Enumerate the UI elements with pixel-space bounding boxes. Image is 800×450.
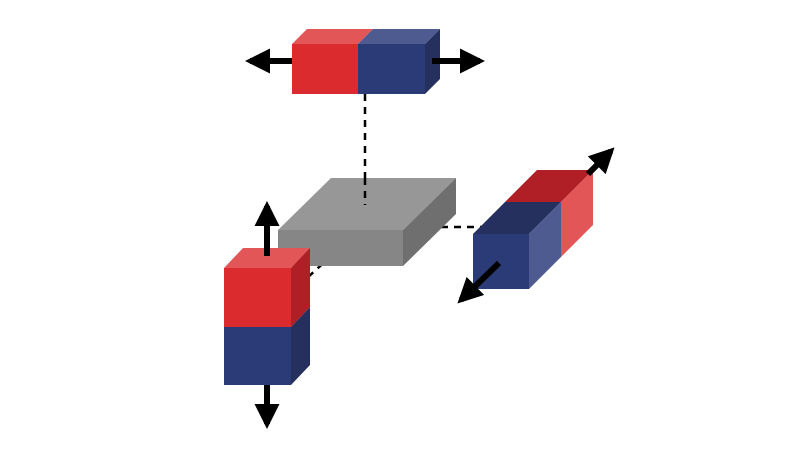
- horizontal-magnet-red-front: [292, 44, 358, 94]
- horizontal-magnet-blue-top: [358, 29, 440, 44]
- vertical-magnet-blue-side: [291, 307, 310, 385]
- slab-side-face: [403, 178, 456, 266]
- vertical-magnet-blue-front: [224, 327, 291, 385]
- diagonal-magnet-red-side: [561, 170, 593, 257]
- arrow-up-right: [585, 147, 615, 177]
- diagonal-magnet: [457, 147, 615, 304]
- vertical-magnet-red-top: [224, 248, 310, 268]
- arrow-down-left: [457, 260, 502, 304]
- vertical-magnet-red-front: [224, 268, 291, 327]
- vertical-magnet: [224, 200, 310, 430]
- diagonal-magnet-blue-side: [529, 202, 561, 289]
- horizontal-magnet: [244, 29, 486, 94]
- dashed-line-left: [306, 245, 343, 279]
- diagonal-magnet-red-top: [505, 170, 593, 202]
- vertical-magnet-red-side: [291, 248, 310, 327]
- diagonal-magnet-blue-top: [473, 202, 561, 234]
- slab-top-face: [278, 178, 456, 230]
- horizontal-magnet-blue-front: [358, 44, 425, 94]
- horizontal-magnet-red-top: [292, 29, 373, 44]
